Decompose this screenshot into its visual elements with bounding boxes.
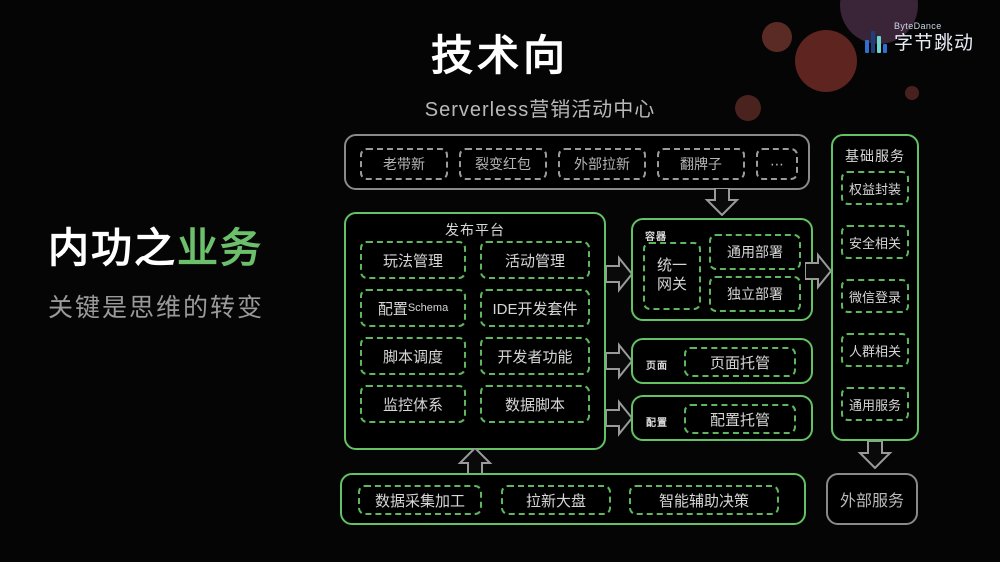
page-title: 技术向 — [430, 32, 569, 79]
base-services-header: 基础服务 — [845, 148, 905, 164]
publish-platform-label: 发布平台 — [445, 222, 505, 238]
publish-item[interactable]: 开发者功能 — [480, 337, 590, 375]
activities-panel: 老带新 裂变红包 外部拉新 翻牌子 ⋯ — [344, 134, 810, 190]
arrow-right-to-base-services — [805, 252, 833, 290]
container-label: 容器 — [645, 232, 667, 243]
publish-item[interactable]: 活动管理 — [480, 241, 590, 279]
lead-headline: 内功之业务 — [48, 214, 264, 274]
arrow-right-to-page — [606, 342, 634, 380]
publish-item[interactable]: 脚本调度 — [360, 337, 466, 375]
data-row-item[interactable]: 拉新大盘 — [501, 485, 611, 515]
container-item[interactable]: 独立部署 — [709, 276, 801, 312]
lead-headline-white: 内功之 — [48, 225, 177, 271]
external-service-box[interactable]: 外部服务 — [826, 473, 918, 525]
config-row-label: 配置 — [646, 418, 668, 429]
arrow-right-to-config — [606, 399, 634, 437]
lead-subtext: 关键是思维的转变 — [48, 294, 265, 322]
arrow-right-to-container — [606, 255, 634, 293]
decorative-circle — [735, 95, 761, 121]
base-service-item[interactable]: 安全相关 — [841, 225, 909, 259]
container-panel: 容器 统一 网关 通用部署 独立部署 — [631, 218, 813, 321]
container-item[interactable]: 通用部署 — [709, 234, 801, 270]
page-row-label: 页面 — [646, 361, 668, 372]
unified-gateway-line2: 网关 — [656, 276, 687, 293]
data-row-panel: 数据采集加工 拉新大盘 智能辅助决策 — [340, 473, 806, 525]
activity-item[interactable]: 翻牌子 — [657, 148, 745, 180]
bytedance-logo: ByteDance 字节跳动 — [864, 21, 974, 54]
base-service-item[interactable]: 人群相关 — [841, 333, 909, 367]
base-service-item[interactable]: 微信登录 — [841, 279, 909, 313]
data-row-item[interactable]: 智能辅助决策 — [629, 485, 779, 515]
activity-item[interactable]: 老带新 — [360, 148, 448, 180]
arrow-up-to-publish-platform — [457, 448, 493, 476]
publish-item[interactable]: 数据脚本 — [480, 385, 590, 423]
base-services-panel: 基础服务 权益封装 安全相关 微信登录 人群相关 通用服务 — [831, 134, 919, 441]
page-row-panel: 页面 页面托管 — [631, 338, 813, 384]
arrow-down-to-external-service — [857, 441, 893, 469]
unified-gateway-line1: 统一 — [656, 257, 687, 275]
decorative-circle — [905, 86, 919, 100]
unified-gateway-box[interactable]: 统一 网关 — [643, 242, 701, 310]
decorative-circle — [762, 22, 792, 52]
data-row-item[interactable]: 数据采集加工 — [358, 485, 482, 515]
activity-item[interactable]: 裂变红包 — [459, 148, 547, 180]
logo-mark-icon — [864, 31, 887, 53]
publish-item[interactable]: IDE开发套件 — [480, 289, 590, 327]
publish-item[interactable]: 玩法管理 — [360, 241, 466, 279]
logo-en-text: ByteDance — [893, 21, 942, 31]
config-hosting-item[interactable]: 配置托管 — [684, 404, 796, 434]
publish-item[interactable]: 监控体系 — [360, 385, 466, 423]
page-subtitle: Serverless营销活动中心 — [424, 99, 656, 121]
lead-headline-accent: 业务 — [177, 225, 263, 271]
base-service-item[interactable]: 通用服务 — [841, 387, 909, 421]
activity-item[interactable]: 外部拉新 — [558, 148, 646, 180]
arrow-down-to-container — [704, 188, 740, 216]
activity-item-more[interactable]: ⋯ — [756, 148, 798, 180]
logo-cn-text: 字节跳动 — [893, 33, 974, 54]
publish-item-config-cn: 配置 — [377, 300, 408, 318]
base-service-item[interactable]: 权益封装 — [841, 171, 909, 205]
page-hosting-item[interactable]: 页面托管 — [684, 347, 796, 377]
decorative-circle — [795, 30, 857, 92]
publish-item-config-en: Schema — [407, 302, 449, 314]
config-row-panel: 配置 配置托管 — [631, 395, 813, 441]
lead-block: 内功之业务 关键是思维的转变 — [48, 214, 264, 324]
